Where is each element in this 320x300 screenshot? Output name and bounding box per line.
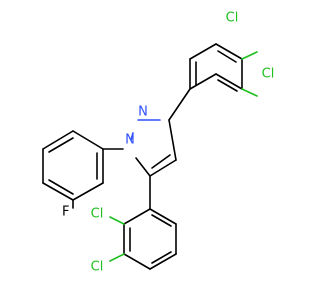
- double-bond-inner: [48, 179, 74, 195]
- bond: [42, 182, 74, 201]
- double-bond-inner: [217, 50, 237, 63]
- nitrogen-atom-n1: N: [125, 133, 135, 148]
- bond: [149, 208, 177, 225]
- bond: [189, 73, 217, 90]
- bond-to-chlorine: [109, 216, 125, 225]
- chlorine-atom-upper-para: Cl: [226, 11, 239, 26]
- chlorine-atom-upper-meta: Cl: [262, 67, 275, 82]
- bond: [135, 157, 151, 177]
- bond: [123, 253, 151, 270]
- bond: [189, 43, 217, 60]
- bond: [168, 119, 177, 161]
- fluorophenyl-ring: [42, 130, 124, 201]
- fluorine-atom: F: [62, 205, 69, 220]
- bond-to-chlorine: [109, 253, 125, 262]
- bond: [123, 208, 151, 225]
- molecule-structure: N N F Cl Cl Cl Cl: [42, 11, 275, 275]
- dichlorophenyl-ring-lower: [123, 175, 177, 270]
- bond: [72, 182, 104, 201]
- chlorine-atom-lower-meta: Cl: [91, 207, 104, 222]
- double-bond-inner: [48, 137, 74, 153]
- bond: [215, 73, 243, 90]
- dichlorophenyl-ring-upper: [189, 43, 243, 92]
- bond-to-chlorine: [241, 88, 258, 97]
- bond: [42, 130, 74, 150]
- double-bond-inner: [151, 214, 172, 227]
- bond: [149, 253, 177, 270]
- bond-to-chlorine: [241, 51, 258, 60]
- bond-n: [130, 132, 134, 141]
- double-bond-inner: [151, 154, 171, 169]
- bond: [149, 159, 177, 177]
- bond: [168, 88, 191, 121]
- nitrogen-atom-n2: N: [138, 105, 148, 120]
- double-bond-inner: [217, 79, 238, 92]
- double-bond-inner: [151, 251, 172, 264]
- bond: [215, 43, 243, 60]
- bond: [72, 130, 104, 150]
- chlorine-atom-lower-para: Cl: [91, 260, 104, 275]
- pyrazole-ring: [130, 88, 191, 177]
